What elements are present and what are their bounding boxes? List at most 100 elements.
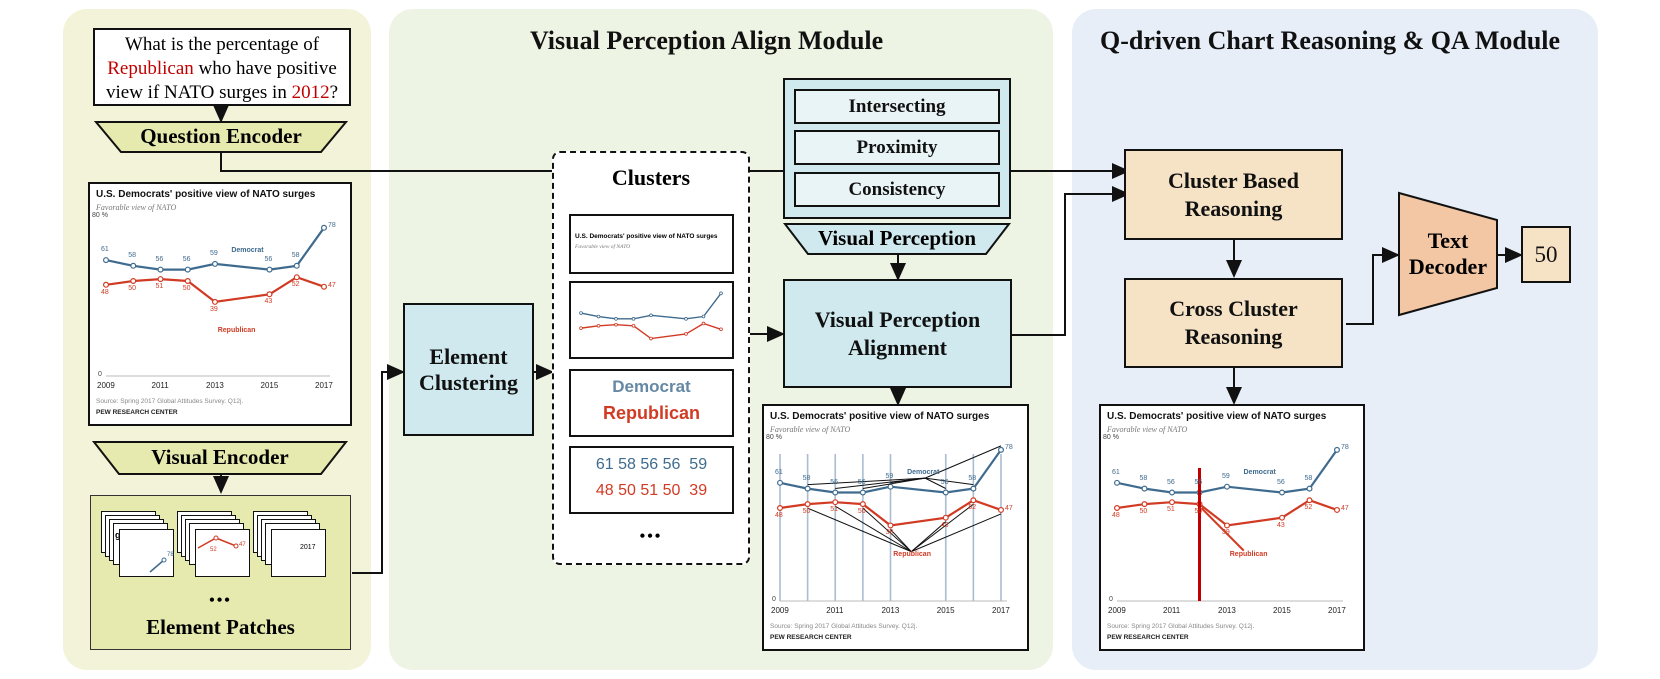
cluster-point xyxy=(719,327,723,332)
visual-encoder-label: Visual Encoder xyxy=(151,445,289,469)
republican-association-line xyxy=(807,507,912,553)
republican-point xyxy=(1168,499,1175,506)
chart-plot xyxy=(1114,446,1343,602)
chart-title: U.S. Democrats' positive view of NATO su… xyxy=(770,411,990,422)
right-panel-title: Q-driven Chart Reasoning & QA Module xyxy=(1100,26,1561,55)
cluster-legend: Democrat Republican xyxy=(569,369,734,437)
republican-point xyxy=(942,514,949,521)
republican-value-label: 39 xyxy=(885,529,894,537)
democrat-association-line xyxy=(890,477,926,484)
republican-value-label: 52 xyxy=(968,504,977,512)
y-axis-top-label: 80 % xyxy=(1103,434,1119,441)
democrat-value-label: 56 xyxy=(1194,478,1203,486)
democrat-point xyxy=(184,266,191,273)
republican-point xyxy=(1114,504,1121,511)
republican-query-pointer xyxy=(1200,507,1245,552)
cluster-point xyxy=(631,323,636,328)
question-line-1: What is the percentage of xyxy=(124,34,320,55)
cluster-point xyxy=(719,291,723,296)
answer-box: 50 xyxy=(1521,226,1571,283)
x-tick-label: 2009 xyxy=(771,606,789,615)
question-line-2: Republican who have positive xyxy=(107,58,337,79)
republican-point xyxy=(1223,522,1230,529)
cluster-point xyxy=(596,323,601,328)
republican-value-label: 47 xyxy=(1341,504,1349,512)
cluster-numbers: 61 58 56 56 59 48 50 51 50 39 xyxy=(569,446,734,514)
democrat-value-label: 78 xyxy=(328,221,336,229)
x-tick-label: 2015 xyxy=(1273,606,1291,615)
republican-value-label: 48 xyxy=(101,288,109,296)
chart-subtitle: Favorable view of NATO xyxy=(1107,425,1188,434)
republican-point xyxy=(998,506,1005,513)
republican-point xyxy=(832,499,839,506)
republican-point xyxy=(103,281,110,288)
republican-point xyxy=(211,298,218,305)
republican-series-label: Republican xyxy=(217,326,256,334)
republican-value-label: 50 xyxy=(128,285,137,292)
democrat-association-line xyxy=(925,477,974,486)
chart-source: Source: Spring 2017 Global Attitudes Sur… xyxy=(96,398,244,405)
democrat-point xyxy=(777,479,784,486)
element-patches: ges 78 59 52 47 2017 ••• Element Patches xyxy=(90,495,351,650)
democrat-association-line xyxy=(807,477,926,486)
republican-point xyxy=(157,276,164,283)
cluster-based-reasoning: Cluster Based Reasoning xyxy=(1124,149,1343,240)
y-axis-top-label: 80 % xyxy=(92,212,108,219)
republican-value-label: 43 xyxy=(1277,521,1285,529)
chart-title: U.S. Democrats' positive view of NATO su… xyxy=(1107,411,1327,422)
question-highlight-republican: Republican xyxy=(107,58,194,79)
op-intersecting: Intersecting xyxy=(794,89,1000,124)
republican-point xyxy=(293,274,300,281)
republican-value-label: 39 xyxy=(210,305,218,313)
cluster-point xyxy=(684,317,688,321)
arrow-patches-to-clustering xyxy=(352,364,405,574)
democrat-value-label: 61 xyxy=(1112,468,1120,476)
question-encoder-label: Question Encoder xyxy=(140,124,302,148)
chart-org: PEW RESEARCH CENTER xyxy=(1107,634,1189,641)
republican-value-label: 50 xyxy=(802,508,811,516)
democrat-point xyxy=(1279,489,1286,496)
cluster-lines xyxy=(569,281,734,359)
democrat-point xyxy=(804,485,811,492)
democrat-line xyxy=(779,449,1002,494)
democrat-point xyxy=(1223,483,1230,490)
chart-plot xyxy=(777,445,1007,602)
republican-value-label: 50 xyxy=(182,285,191,292)
republican-association-line xyxy=(910,503,974,553)
cluster-point xyxy=(579,311,583,315)
republican-point xyxy=(266,291,273,298)
democrat-value-label: 61 xyxy=(101,246,109,254)
democrat-point xyxy=(1141,485,1148,492)
x-tick-label: 2017 xyxy=(1328,606,1346,615)
democrat-point xyxy=(157,266,164,273)
x-tick-label: 2009 xyxy=(97,381,115,390)
cluster-point xyxy=(596,314,601,319)
cluster-point xyxy=(579,326,583,330)
cluster-point xyxy=(684,332,688,336)
democrat-value-label: 56 xyxy=(830,478,839,486)
x-tick-label: 2013 xyxy=(1218,606,1236,615)
republican-value-label: 52 xyxy=(291,281,300,289)
cluster-legend-democrat: Democrat xyxy=(612,377,691,396)
democrat-value-label: 58 xyxy=(968,474,977,482)
republican-value-label: 39 xyxy=(1222,529,1230,537)
cluster-title: U.S. Democrats' positive view of NATO su… xyxy=(569,214,734,274)
cluster-numbers-democrat: 61 58 56 56 59 xyxy=(595,456,708,473)
democrat-value-label: 58 xyxy=(128,251,137,259)
democrat-point xyxy=(970,485,977,492)
republican-line xyxy=(105,275,325,304)
republican-point xyxy=(804,501,811,508)
republican-value-label: 50 xyxy=(1194,508,1203,516)
democrat-value-label: 56 xyxy=(264,255,273,263)
op-consistency: Consistency xyxy=(794,172,1000,207)
democrat-value-label: 58 xyxy=(291,251,300,259)
democrat-point xyxy=(1168,489,1175,496)
cluster-point xyxy=(614,317,618,321)
republican-line xyxy=(1116,499,1338,527)
republican-value-label: 47 xyxy=(1005,504,1013,512)
democrat-point xyxy=(887,483,894,490)
democrat-value-label: 78 xyxy=(1005,443,1013,451)
democrat-line xyxy=(1116,449,1338,494)
democrat-value-label: 56 xyxy=(1277,478,1285,486)
democrat-value-label: 61 xyxy=(775,468,783,476)
